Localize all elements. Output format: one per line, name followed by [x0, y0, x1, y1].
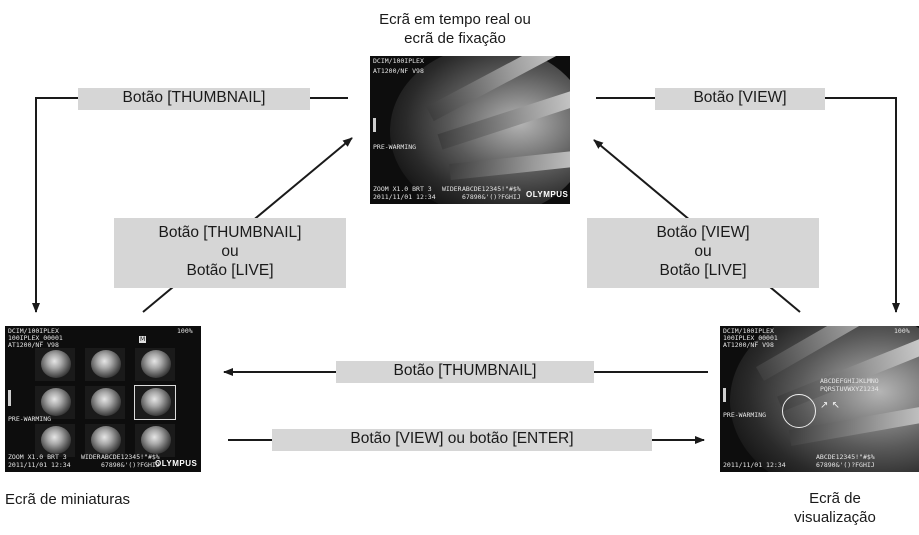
label-view-button-top: Botão [VIEW]: [655, 88, 825, 110]
thumb-status: PRE-WARMING: [8, 415, 52, 423]
caption-view-line1: Ecrã de: [809, 490, 861, 507]
thermometer-icon: [373, 118, 376, 132]
thumbnail-9[interactable]: [135, 424, 175, 457]
marker-circle: [782, 394, 816, 428]
live-date: 2011/11/01 12:34: [373, 193, 436, 201]
label-view-or-live-line2: ou: [694, 243, 712, 260]
thumb-zoom: ZOOM X1.0 BRT 3: [8, 453, 67, 461]
thumb-battery: 100%: [177, 327, 193, 335]
thumb-wider: WIDER: [81, 453, 101, 461]
label-view-or-live: Botão [VIEW] ou Botão [LIVE]: [587, 218, 819, 288]
arrow-markers: ↗ ↖: [820, 400, 840, 411]
label-view-or-live-line1: Botão [VIEW]: [656, 224, 750, 241]
view-annotation-line2: PQRSTUVWXYZ1234: [820, 385, 879, 393]
label-thumbnail-button-top: Botão [THUMBNAIL]: [78, 88, 310, 110]
thumbnail-screen-image: DCIM/100IPLEX 100IPLEX_00001 AT1200/NF V…: [5, 326, 201, 472]
thumbnail-4[interactable]: [35, 386, 75, 419]
caption-thumbnail-screen: Ecrã de miniaturas: [5, 491, 131, 508]
caption-view-screen: Ecrã de visualização: [760, 489, 910, 527]
live-path: DCIM/100IPLEX: [373, 57, 424, 65]
thumb-date: 2011/11/01 12:34: [8, 461, 71, 469]
thumbnail-7[interactable]: [35, 424, 75, 457]
thermometer-icon: [8, 390, 11, 406]
caption-view-line2: visualização: [794, 509, 876, 526]
label-thumbnail-button-bottom: Botão [THUMBNAIL]: [336, 361, 594, 383]
thumbnail-8[interactable]: [85, 424, 125, 457]
live-brand: OLYMPUS: [526, 190, 569, 199]
live-screen-image: DCIM/100IPLEX AT1200/NF V98 PRE-WARMING …: [370, 56, 570, 204]
caption-live-line1: Ecrã em tempo real ou: [379, 11, 531, 28]
live-zoom: ZOOM X1.0 BRT 3: [373, 185, 432, 193]
live-status: PRE-WARMING: [373, 143, 417, 151]
label-thumbnail-or-live: Botão [THUMBNAIL] ou Botão [LIVE]: [114, 218, 346, 288]
label-thumbnail-or-live-line2: ou: [221, 243, 239, 260]
thermometer-icon: [723, 388, 726, 402]
thumbnail-3[interactable]: [135, 348, 175, 381]
live-chars2: 67890&'()?FGHIJ: [462, 193, 521, 201]
thumb-folder: 100IPLEX_00001: [8, 334, 63, 342]
thumb-path: DCIM/100IPLEX: [8, 327, 59, 335]
view-date: 2011/11/01 12:34: [723, 461, 786, 469]
label-view-or-enter-button: Botão [VIEW] ou botão [ENTER]: [272, 429, 652, 451]
view-battery: 100%: [894, 327, 910, 335]
label-view-or-live-line3: Botão [LIVE]: [659, 262, 747, 279]
view-screen-image: DCIM/100IPLEX 100IPLEX_00001 AT1200/NF V…: [720, 326, 919, 472]
label-thumbnail-or-live-line3: Botão [LIVE]: [186, 262, 274, 279]
live-wider: WIDER: [442, 185, 462, 193]
view-folder: 100IPLEX_00001: [723, 334, 778, 342]
thumb-brand: OLYMPUS: [155, 459, 198, 468]
live-file: AT1200/NF V98: [373, 67, 424, 75]
view-chars2: 67890&'()?FGHIJ: [816, 461, 875, 469]
thumb-mode-badge: M: [139, 336, 147, 343]
thumbnail-1[interactable]: [35, 348, 75, 381]
view-file: AT1200/NF V98: [723, 341, 774, 349]
thumb-file: AT1200/NF V98: [8, 341, 59, 349]
view-annotation-line1: ABCDEFGHIJKLMNO: [820, 377, 879, 385]
live-chars1: ABCDE12345!"#$%: [462, 185, 521, 193]
thumbnail-6-selected[interactable]: [134, 385, 176, 420]
thumb-chars2: 67890&'()?FGHIJ: [101, 461, 160, 469]
view-path: DCIM/100IPLEX: [723, 327, 774, 335]
view-chars1: ABCDE12345!"#$%: [816, 453, 875, 461]
label-thumbnail-or-live-line1: Botão [THUMBNAIL]: [158, 224, 302, 241]
caption-live-screen: Ecrã em tempo real ou ecrã de fixação: [340, 10, 570, 48]
thumb-chars1: ABCDE12345!"#$%: [101, 453, 160, 461]
thumbnail-5[interactable]: [85, 386, 125, 419]
view-status: PRE-WARMING: [723, 411, 767, 419]
caption-live-line2: ecrã de fixação: [404, 30, 506, 47]
thumbnail-2[interactable]: [85, 348, 125, 381]
